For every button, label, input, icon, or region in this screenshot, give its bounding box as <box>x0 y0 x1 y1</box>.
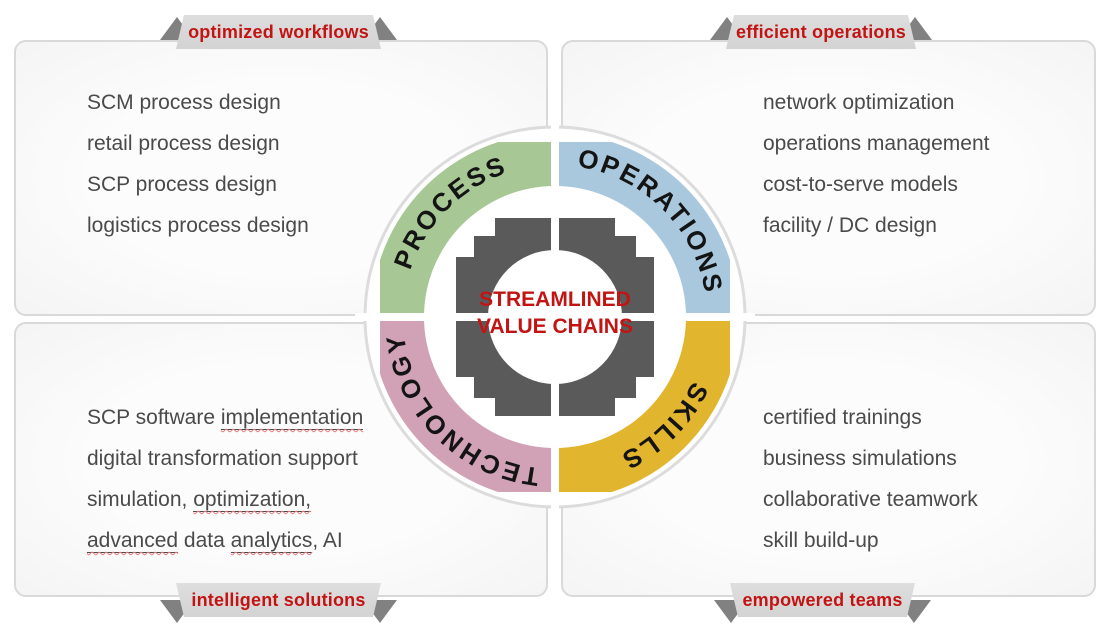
list-text: network optimization <box>763 91 955 114</box>
wheel-segment-operations <box>555 142 730 317</box>
list-item: logistics process design <box>87 205 309 246</box>
ribbon-bottom-right: empowered teams <box>714 583 931 623</box>
ribbon-top-left: optimized workflows <box>160 15 397 49</box>
ribbon-top-right: efficient operations <box>710 15 932 49</box>
wheel-segment-technology <box>380 317 555 492</box>
list-item: SCP software implementation <box>87 397 364 438</box>
feature-list-top-right: network optimization operations managemen… <box>763 82 989 246</box>
list-text: cost-to-serve models <box>763 173 958 196</box>
list-item: skill build-up <box>763 520 978 561</box>
list-text: SCP software <box>87 406 221 429</box>
list-text: , AI <box>312 529 343 552</box>
list-item: business simulations <box>763 438 978 479</box>
list-item: operations management <box>763 123 989 164</box>
spellcheck-marked-word: optimization, <box>193 488 312 512</box>
list-item: collaborative teamwork <box>763 479 978 520</box>
list-text: operations management <box>763 132 990 155</box>
list-text: SCM process design <box>87 91 281 114</box>
ribbon-band <box>730 583 915 617</box>
divider-horizontal <box>355 313 755 321</box>
list-text: collaborative teamwork <box>763 488 978 511</box>
list-text: simulation, <box>87 488 194 511</box>
list-text: SCP process design <box>87 173 277 196</box>
list-item: facility / DC design <box>763 205 989 246</box>
spellcheck-marked-word: analytics <box>230 529 313 553</box>
list-item: cost-to-serve models <box>763 164 989 205</box>
list-text: retail process design <box>87 132 280 155</box>
ribbon-band <box>176 583 381 617</box>
ribbon-band <box>176 15 381 49</box>
wheel-segment-skills <box>555 317 730 492</box>
spellcheck-marked-word: advanced <box>87 529 179 553</box>
list-text: certified trainings <box>763 406 922 429</box>
list-item: certified trainings <box>763 397 978 438</box>
list-item: SCP process design <box>87 164 309 205</box>
wheel-segment-process <box>380 142 555 317</box>
ribbon-bottom-left: intelligent solutions <box>160 583 397 623</box>
list-text: business simulations <box>763 447 957 470</box>
list-item: network optimization <box>763 82 989 123</box>
list-item: digital transformation support <box>87 438 363 479</box>
wheel-center-label-line1: STREAMLINED <box>479 288 631 311</box>
feature-list-bottom-right: certified trainings business simulations c… <box>763 397 978 561</box>
list-item: retail process design <box>87 123 309 164</box>
ribbon-label: optimized workflows <box>188 22 369 42</box>
ribbon-band <box>726 15 916 49</box>
ribbon-label: intelligent solutions <box>191 590 366 610</box>
list-text: digital transformation support <box>87 447 358 470</box>
ribbon-label: efficient operations <box>735 22 907 42</box>
wheel-center-label-line2: VALUE CHAINS <box>477 315 633 338</box>
ribbon-label: empowered teams <box>742 590 903 610</box>
list-text: data <box>178 529 231 552</box>
list-item: SCM process design <box>87 82 309 123</box>
list-text: facility / DC design <box>763 214 937 237</box>
list-text: logistics process design <box>87 214 309 237</box>
list-item: advanced data analytics, AI <box>87 520 363 561</box>
spellcheck-marked-word: implementation <box>220 406 364 430</box>
list-item: simulation, optimization, <box>87 479 363 520</box>
feature-list-bottom-left: SCP software implementation digital trans… <box>87 397 364 561</box>
list-text: skill build-up <box>763 529 879 552</box>
